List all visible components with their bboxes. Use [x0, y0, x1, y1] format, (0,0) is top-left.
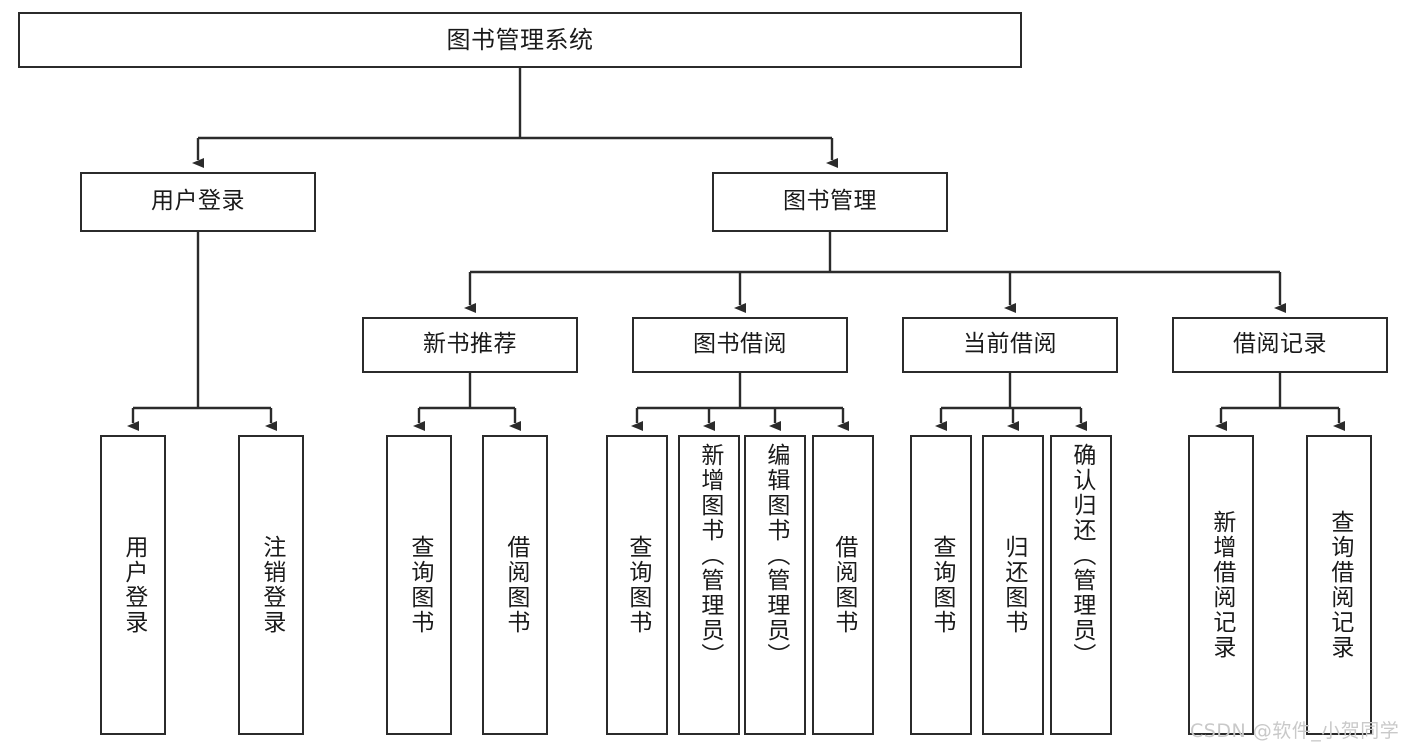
node-label: 新增图书（管理员） — [696, 443, 723, 668]
node-label: 借阅图书 — [830, 535, 857, 635]
node-book-borrow[interactable]: 图书借阅 — [632, 317, 848, 373]
node-label: 查询图书 — [928, 535, 955, 635]
node-leaf-logout-login[interactable]: 注销登录 — [238, 435, 304, 735]
node-leaf-edit-book[interactable]: 编辑图书（管理员） — [744, 435, 806, 735]
node-current-borrow[interactable]: 当前借阅 — [902, 317, 1118, 373]
node-new-book-recommend[interactable]: 新书推荐 — [362, 317, 578, 373]
csdn-watermark: CSDN @软件_小贺同学 — [1190, 720, 1400, 742]
node-label: 查询图书 — [624, 535, 651, 635]
node-label: 归还图书 — [1000, 535, 1027, 635]
node-label: 当前借阅 — [963, 331, 1057, 358]
node-leaf-query-book-3[interactable]: 查询图书 — [910, 435, 972, 735]
node-leaf-query-book-1[interactable]: 查询图书 — [386, 435, 452, 735]
node-label: 注销登录 — [258, 535, 285, 635]
node-leaf-borrow-book-1[interactable]: 借阅图书 — [482, 435, 548, 735]
node-label: 新书推荐 — [423, 331, 517, 358]
node-label: 编辑图书（管理员） — [762, 443, 789, 668]
node-user-login[interactable]: 用户登录 — [80, 172, 316, 232]
node-leaf-add-book[interactable]: 新增图书（管理员） — [678, 435, 740, 735]
node-label: 用户登录 — [120, 535, 147, 635]
node-leaf-add-record[interactable]: 新增借阅记录 — [1188, 435, 1254, 735]
node-label: 查询图书 — [406, 535, 433, 635]
node-leaf-borrow-book-2[interactable]: 借阅图书 — [812, 435, 874, 735]
node-leaf-query-book-2[interactable]: 查询图书 — [606, 435, 668, 735]
node-label: 新增借阅记录 — [1208, 510, 1235, 660]
node-label: 借阅记录 — [1233, 331, 1327, 358]
node-book-manage[interactable]: 图书管理 — [712, 172, 948, 232]
node-label: 确认归还（管理员） — [1068, 443, 1095, 668]
node-borrow-record[interactable]: 借阅记录 — [1172, 317, 1388, 373]
node-label: 图书管理 — [783, 188, 877, 215]
node-root[interactable]: 图书管理系统 — [18, 12, 1022, 68]
node-label: 用户登录 — [151, 188, 245, 215]
node-leaf-user-login[interactable]: 用户登录 — [100, 435, 166, 735]
node-label: 查询借阅记录 — [1326, 510, 1353, 660]
node-label: 图书借阅 — [693, 331, 787, 358]
node-leaf-query-record[interactable]: 查询借阅记录 — [1306, 435, 1372, 735]
node-label: 借阅图书 — [502, 535, 529, 635]
node-leaf-return-book[interactable]: 归还图书 — [982, 435, 1044, 735]
node-leaf-confirm-return[interactable]: 确认归还（管理员） — [1050, 435, 1112, 735]
node-label: 图书管理系统 — [446, 25, 594, 54]
